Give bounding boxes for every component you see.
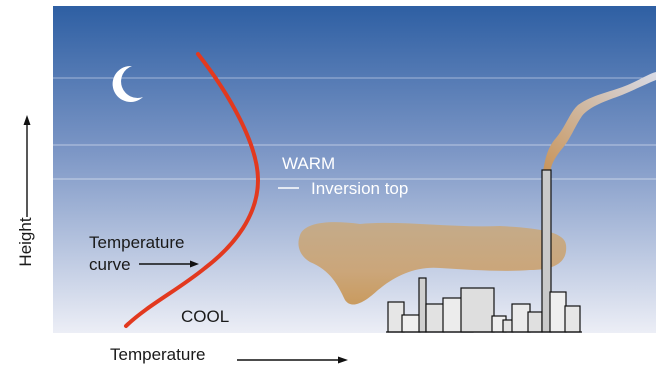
temperature-curve-label: Temperature [89,233,184,252]
arrow-right-icon [139,260,199,268]
building [460,287,495,333]
temperature-curve [124,52,261,328]
factory-icon [386,169,582,333]
inversion-top-label: Inversion top [311,179,408,198]
temperature-axis-label: Temperature [110,345,206,364]
building [511,303,531,333]
building [425,303,445,333]
building [527,311,543,333]
building [549,291,567,333]
height-axis-arrow-icon [23,115,31,217]
chimney-small [418,277,427,333]
smokestack-plume [543,72,656,172]
crescent-moon-icon [112,65,143,102]
warm-label: WARM [282,154,335,173]
cool-label: COOL [181,307,229,326]
building [564,305,581,333]
building [401,314,421,333]
temperature-curve-label-2: curve [89,255,131,274]
smog-cloud [298,222,567,305]
height-axis-label: Height [16,217,35,267]
temperature-axis-arrow-icon [237,356,348,364]
